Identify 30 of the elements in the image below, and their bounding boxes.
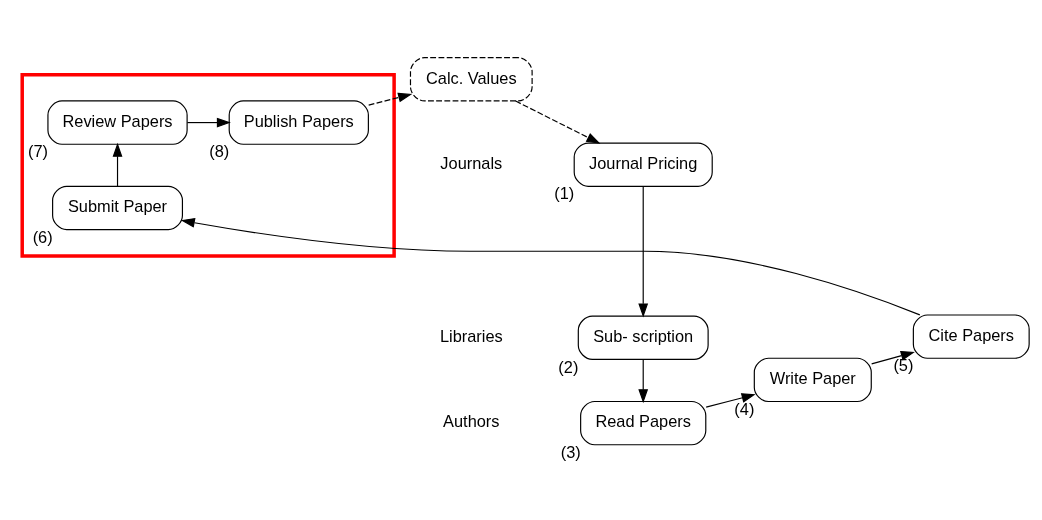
node-label: (6) <box>32 227 53 246</box>
node-label: (1) <box>554 184 575 203</box>
label: Authors <box>443 412 500 431</box>
label: Libraries <box>439 327 503 346</box>
node-box: Submit Paper <box>52 185 183 231</box>
cluster <box>20 72 396 258</box>
node-box: Read Papers <box>580 400 707 446</box>
arrow <box>638 359 649 404</box>
arrow <box>515 100 601 144</box>
label: Journals <box>440 154 503 173</box>
node-label: (3) <box>560 442 581 461</box>
node-box: Sub- scription <box>577 315 709 360</box>
node-label: (4) <box>734 399 755 418</box>
node-label: (2) <box>558 357 579 376</box>
node-box: Review Papers <box>47 100 188 145</box>
arrow <box>186 117 231 128</box>
node-box: Cite Papers <box>912 314 1030 359</box>
arrow <box>871 350 915 365</box>
node-box: Calc. Values <box>409 57 533 102</box>
node-label: (7) <box>28 142 48 161</box>
arrow <box>180 217 921 316</box>
node-box: Publish Papers <box>228 100 369 145</box>
node-label: (5) <box>893 356 914 375</box>
node-box: Journal Pricing <box>573 142 713 187</box>
arrow <box>368 92 413 106</box>
arrow <box>705 393 756 408</box>
arrow <box>112 142 123 187</box>
arrow <box>638 185 649 318</box>
node-label: (8) <box>209 142 230 161</box>
node-box: Write Paper <box>753 357 872 403</box>
